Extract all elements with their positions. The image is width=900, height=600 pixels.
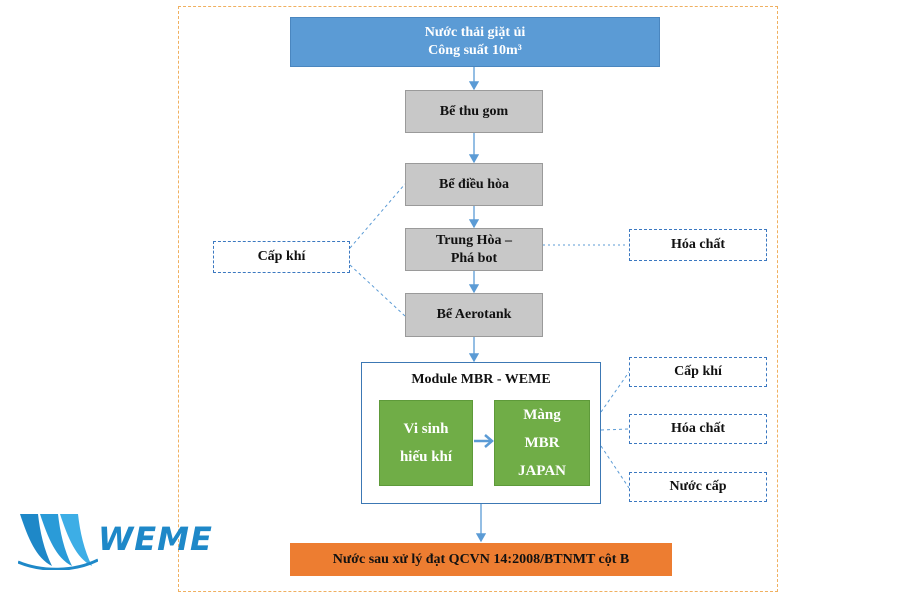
aerotank-box: Bể Aerotank: [405, 293, 543, 337]
membrane-line3: JAPAN: [517, 463, 567, 479]
aerobic-microbe-box: Vi sinh hiếu khí: [379, 400, 473, 486]
air-supply-left-box: Cấp khí: [213, 241, 350, 273]
aerobic-line1: Vi sinh: [403, 421, 449, 437]
connector-module-to-chemical: [600, 428, 630, 431]
connector-module-to-water: [600, 445, 630, 489]
neutralization-line2: Phá bot: [450, 250, 498, 266]
source-box: Nước thải giặt ủi Công suất 10m³: [290, 17, 660, 67]
air-supply-right-label: Cấp khí: [674, 364, 722, 379]
weme-logo: WEME: [17, 510, 212, 571]
aerobic-line2: hiếu khí: [399, 449, 453, 465]
water-supply-box: Nước cấp: [629, 472, 767, 502]
connector-air-to-aerotank: [349, 264, 406, 317]
water-supply-label: Nước cấp: [669, 479, 727, 494]
arrow-aerobic-to-membrane: [474, 434, 494, 448]
collection-tank-label: Bể thu gom: [439, 103, 509, 119]
chemical-top-box: Hóa chất: [629, 229, 767, 261]
membrane-line1: Màng: [523, 407, 561, 423]
logo-text: WEME: [98, 520, 213, 558]
mbr-module-title: Module MBR - WEME: [411, 372, 551, 387]
collection-tank-box: Bể thu gom: [405, 90, 543, 133]
source-line1: Nước thải giặt ủi: [424, 25, 526, 40]
equalization-tank-box: Bể điều hòa: [405, 163, 543, 206]
connector-module-to-air: [600, 371, 630, 413]
wave-logo-icon: [17, 514, 99, 571]
membrane-line2: MBR: [524, 435, 560, 451]
aerotank-label: Bể Aerotank: [436, 307, 512, 322]
treated-water-output-box: Nước sau xử lý đạt QCVN 14:2008/BTNMT cộ…: [290, 543, 672, 576]
chemical-right-box: Hóa chất: [629, 414, 767, 444]
neutralization-line1: Trung Hòa –: [436, 232, 512, 248]
diagram-frame: [178, 6, 778, 592]
connector-air-to-equalization: [349, 183, 406, 249]
neutralization-box: Trung Hòa – Phá bot: [405, 228, 543, 271]
chemical-right-label: Hóa chất: [670, 421, 726, 436]
equalization-tank-label: Bể điều hòa: [438, 176, 509, 192]
chemical-top-label: Hóa chất: [670, 237, 726, 252]
air-supply-left-label: Cấp khí: [257, 249, 306, 264]
source-line2: Công suất 10m³: [428, 43, 522, 58]
air-supply-right-box: Cấp khí: [629, 357, 767, 387]
treated-water-output-label: Nước sau xử lý đạt QCVN 14:2008/BTNMT cộ…: [332, 551, 630, 567]
mbr-membrane-box: Màng MBR JAPAN: [494, 400, 590, 486]
